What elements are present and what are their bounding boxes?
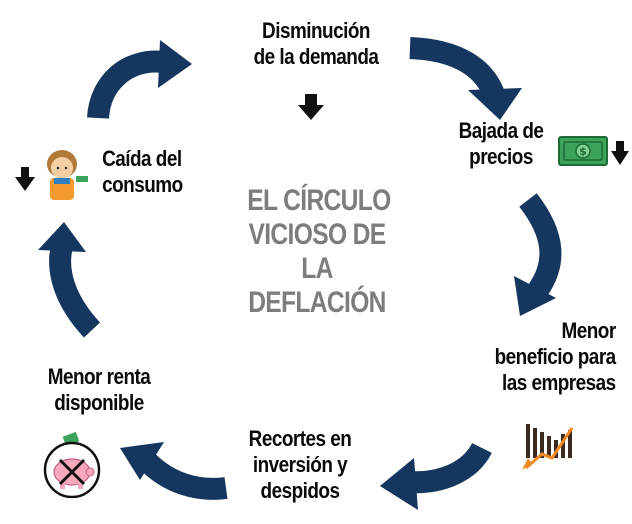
- node-line: de la demanda: [253, 44, 379, 69]
- title-line: VICIOSO DE: [248, 218, 387, 251]
- piggy-bank-icon: [43, 432, 101, 498]
- node-consumo: Caída del consumo: [102, 146, 202, 198]
- title-line: EL CÍRCULO: [247, 184, 391, 217]
- node-line: precios: [469, 144, 533, 169]
- cycle-arrow-beneficio-to-recortes: [380, 442, 492, 510]
- banknote-symbol: $: [579, 145, 587, 158]
- cycle-arrow-consumo-to-disminucion: [87, 40, 192, 120]
- node-line: beneficio para: [494, 344, 617, 369]
- down-arrow-icon: [15, 167, 35, 191]
- node-line: disponible: [54, 390, 144, 415]
- node-line: Menor: [561, 318, 616, 343]
- node-line: Menor renta: [47, 364, 151, 389]
- title-line: DEFLACIÓN: [248, 286, 386, 319]
- node-recortes: Recortes en inversión y despidos: [233, 426, 367, 504]
- cycle-arrow-bajada-to-beneficio: [514, 193, 562, 316]
- node-line: Disminución: [262, 18, 370, 43]
- node-disminucion: Disminución de la demanda: [239, 18, 394, 70]
- down-arrow-icon: [298, 94, 324, 120]
- cycle-arrow-renta-to-consumo: [38, 222, 101, 338]
- node-line: inversión y: [252, 452, 348, 477]
- cycle-arrow-recortes-to-renta: [120, 442, 228, 500]
- node-line: Recortes en: [248, 426, 352, 451]
- down-arrow-icon: [611, 141, 629, 165]
- node-renta: Menor renta disponible: [35, 364, 164, 416]
- node-beneficio: Menor beneficio para las empresas: [464, 318, 617, 396]
- banknote-icon: $: [558, 136, 608, 166]
- diagram-title: EL CÍRCULO VICIOSO DE LA DEFLACIÓN: [247, 184, 391, 320]
- node-line: despidos: [260, 478, 340, 503]
- node-line: Caída del: [102, 146, 182, 171]
- title-line: LA: [301, 252, 333, 285]
- declining-chart-icon: [522, 424, 574, 470]
- node-line: las empresas: [501, 370, 616, 395]
- person-icon: [47, 150, 88, 200]
- cycle-arrow-disminucion-to-bajada: [409, 37, 522, 120]
- node-line: Bajada de: [458, 118, 544, 143]
- node-line: consumo: [102, 172, 183, 197]
- node-bajada: Bajada de precios: [447, 118, 555, 170]
